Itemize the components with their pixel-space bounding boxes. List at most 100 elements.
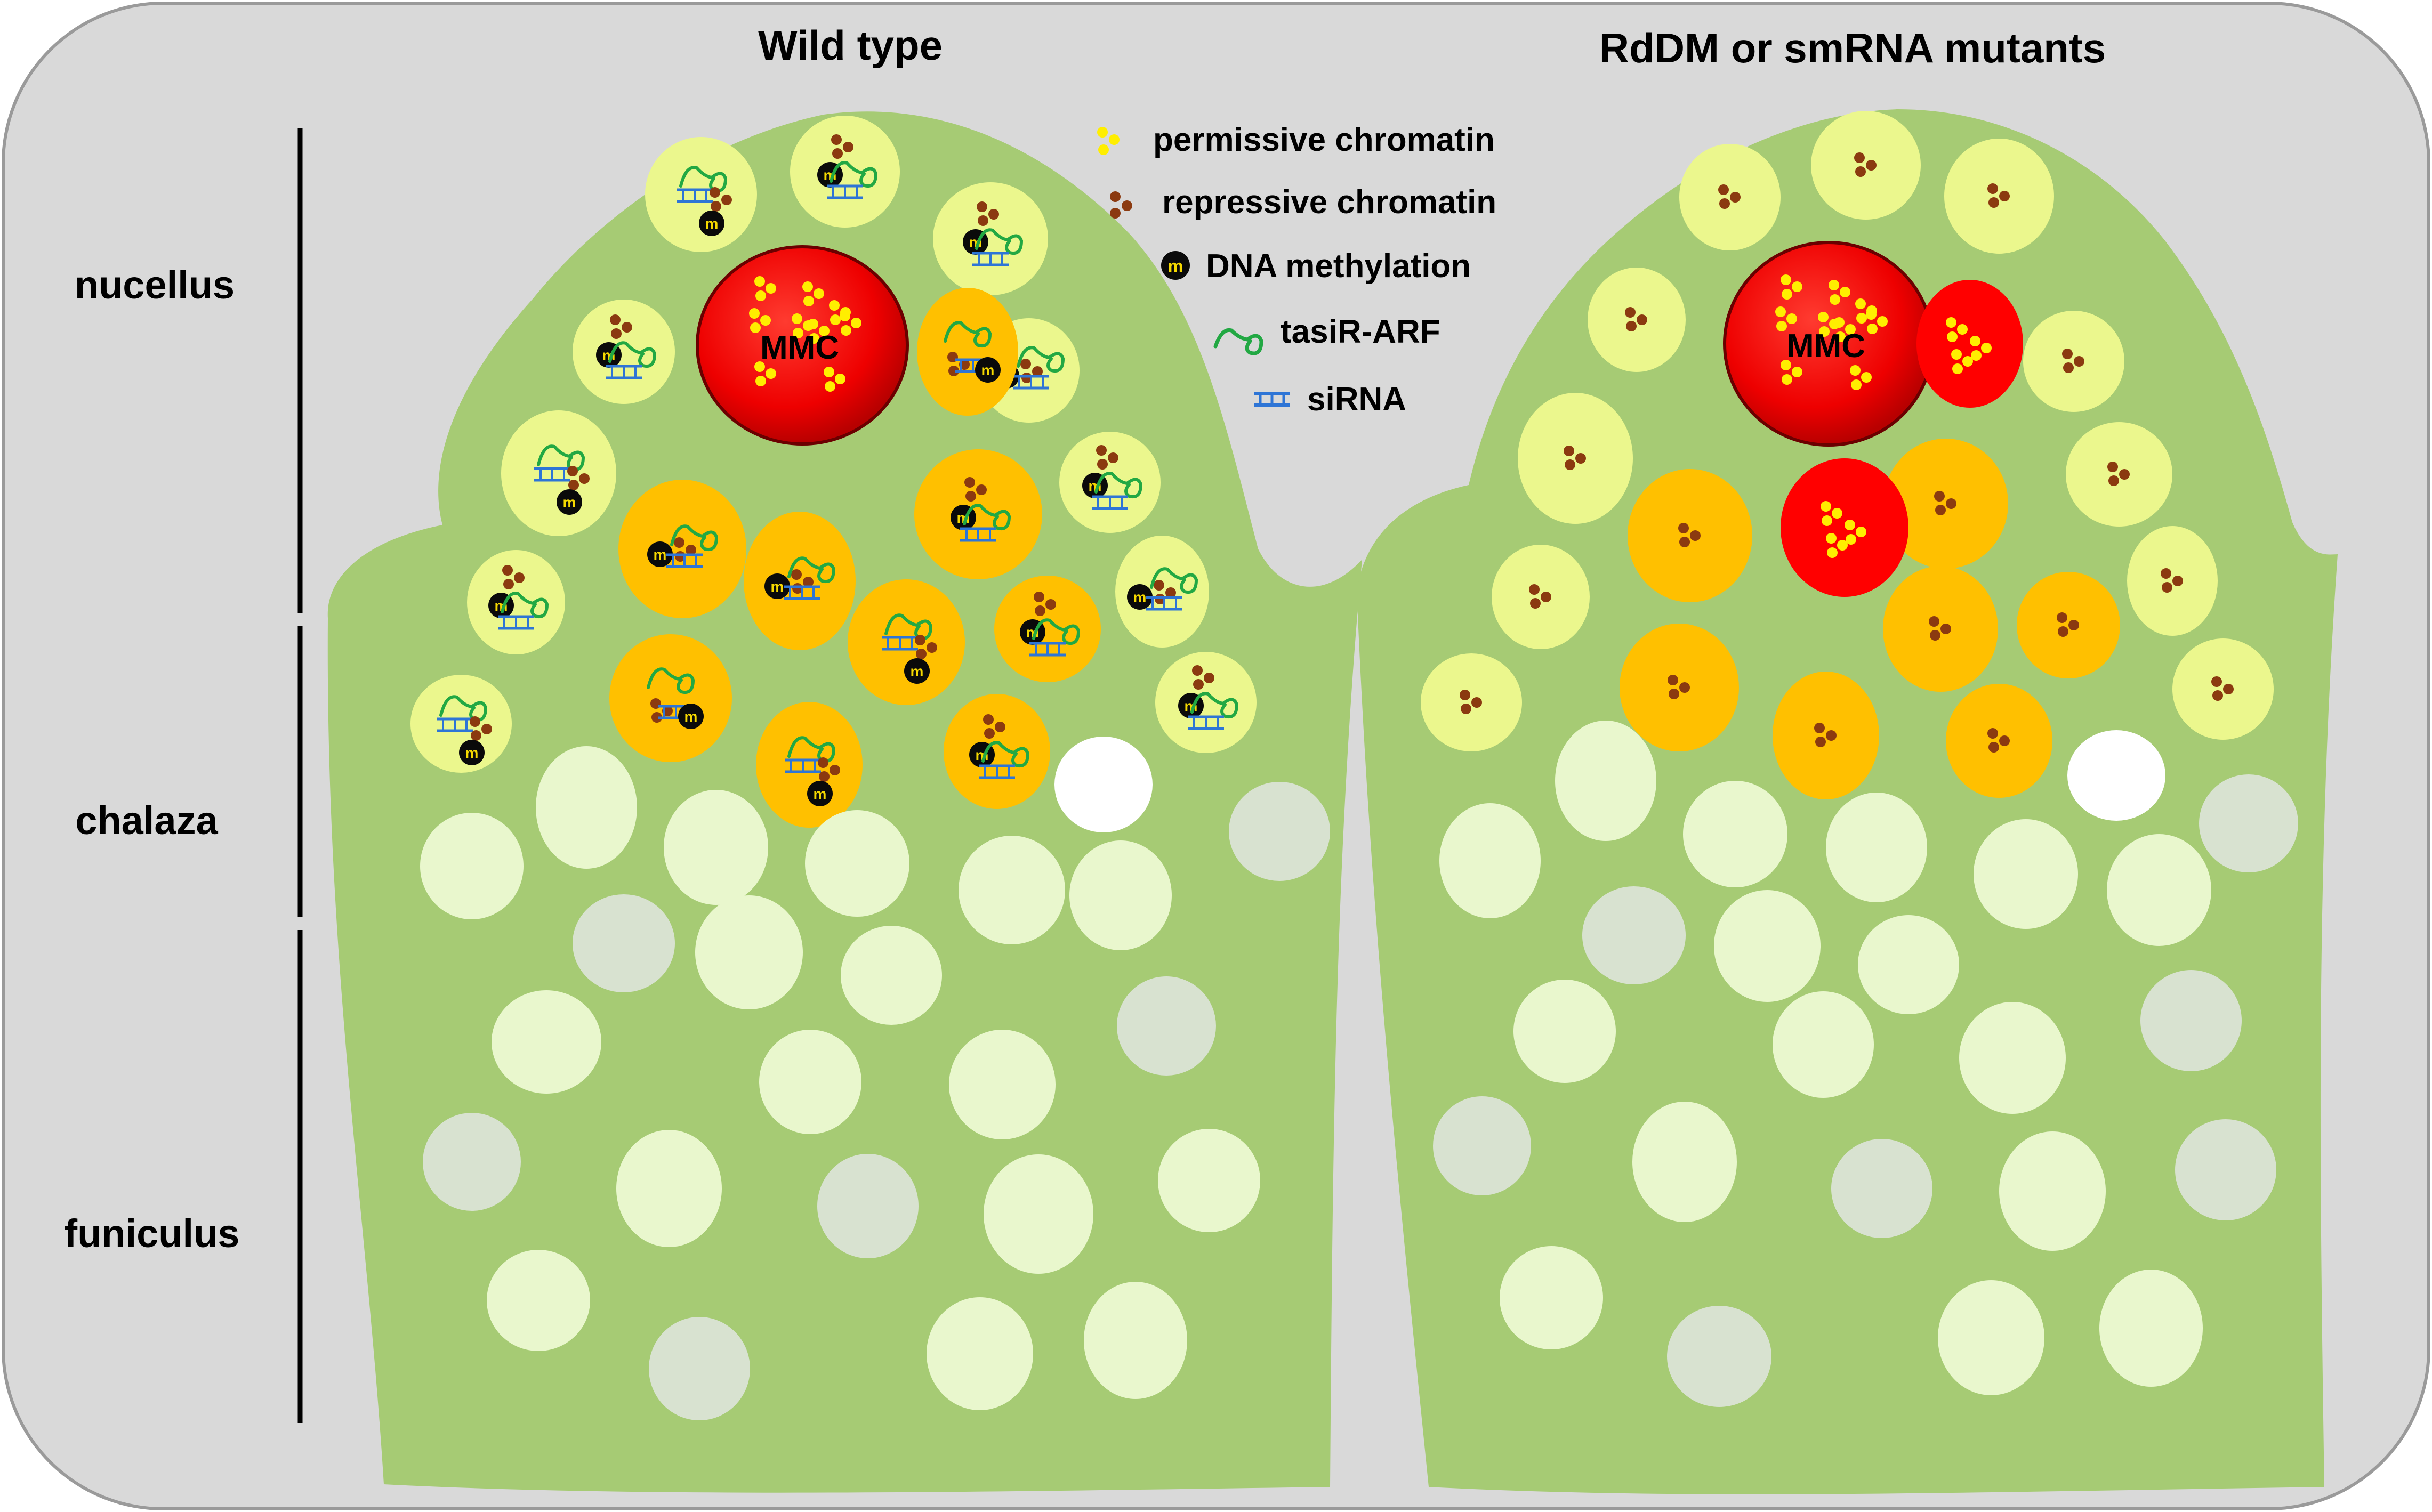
right-cell xyxy=(1513,980,1616,1083)
legend-repressive-label: repressive chromatin xyxy=(1162,184,1496,221)
cell-body xyxy=(536,746,637,869)
cell-body xyxy=(1084,1282,1187,1399)
cell-body xyxy=(1059,432,1161,533)
right-cell xyxy=(2127,526,2218,636)
right-cell xyxy=(1433,1096,1531,1195)
left-cell xyxy=(805,810,909,917)
left-cell xyxy=(984,1154,1093,1274)
legend-permissive-dots-icon xyxy=(1097,127,1120,155)
right-cell xyxy=(1632,1102,1737,1222)
cell-body xyxy=(914,449,1042,579)
left-cell xyxy=(1084,1282,1187,1399)
cell-body xyxy=(1117,976,1216,1076)
left-cell: m xyxy=(944,694,1050,809)
left-cell xyxy=(949,1030,1056,1139)
cell-body xyxy=(2107,834,2211,946)
left-cell: m xyxy=(756,702,863,828)
right-cell xyxy=(2107,834,2211,946)
cell-body xyxy=(1831,1139,1932,1238)
cell-body xyxy=(1916,280,2023,408)
svg-text:m: m xyxy=(911,663,924,680)
cell-body xyxy=(1500,1246,1603,1349)
cell-body xyxy=(645,137,757,252)
region-label-chalaza: chalaza xyxy=(75,798,218,843)
right-cell xyxy=(1773,991,1874,1098)
right-cell xyxy=(2067,730,2165,821)
svg-text:m: m xyxy=(771,578,784,595)
legend-methylation-icon: m xyxy=(1161,251,1190,280)
cell-body xyxy=(573,300,675,404)
right-cell xyxy=(1620,624,1739,751)
svg-text:m: m xyxy=(1168,256,1183,276)
svg-text:m: m xyxy=(814,786,827,802)
right-cell xyxy=(1421,653,1522,751)
cell-body xyxy=(1229,782,1330,881)
right-cell xyxy=(2140,970,2242,1071)
cell-body xyxy=(1858,915,1959,1014)
right-cell xyxy=(1811,111,1921,220)
cell-body xyxy=(1555,721,1656,841)
cell-body xyxy=(933,182,1048,295)
cell-body xyxy=(1773,991,1874,1098)
cell-body xyxy=(2140,970,2242,1071)
cell-body xyxy=(423,1113,521,1211)
right-cell xyxy=(1667,1306,1771,1407)
left-cell: m xyxy=(1155,652,1257,753)
left-cell xyxy=(1158,1129,1260,1232)
cell-body xyxy=(1632,1102,1737,1222)
left-cell: m xyxy=(645,137,757,252)
legend-tasir-icon xyxy=(1213,328,1263,355)
legend-methylation-label: DNA methylation xyxy=(1206,248,1471,285)
cell-body xyxy=(573,894,675,992)
cell-body xyxy=(1974,819,2078,929)
cell-body xyxy=(1781,458,1908,597)
svg-text:m: m xyxy=(684,708,698,725)
cell-body xyxy=(805,810,909,917)
cell-body xyxy=(744,512,856,650)
cell-body xyxy=(817,1154,919,1258)
cell-body xyxy=(1959,1002,2066,1114)
right-cell xyxy=(2017,572,2120,678)
mmc-label: MMC xyxy=(1786,328,1865,365)
right-cell xyxy=(1858,915,1959,1014)
left-cell: m xyxy=(994,576,1101,682)
right-cell xyxy=(1773,672,1879,799)
left-cell xyxy=(649,1317,750,1420)
left-cell xyxy=(616,1130,722,1247)
left-cell: m xyxy=(609,634,732,762)
cell-body xyxy=(616,1130,722,1247)
right-cell xyxy=(2023,311,2124,412)
cell-body xyxy=(1667,1306,1771,1407)
right-cell xyxy=(1946,684,2052,798)
left-cell xyxy=(420,813,524,919)
cell-body xyxy=(664,790,768,905)
right-cell: MMC xyxy=(1723,241,1934,447)
left-cell xyxy=(695,895,803,1009)
cell-body xyxy=(1938,1280,2044,1395)
left-cell xyxy=(1117,976,1216,1076)
mmc-cell-body xyxy=(696,245,909,446)
left-cell xyxy=(817,1154,919,1258)
right-cell xyxy=(1916,280,2023,408)
cell-body xyxy=(949,1030,1056,1139)
cell-body xyxy=(944,694,1050,809)
left-cell: m xyxy=(914,449,1042,579)
right-cell xyxy=(1826,793,1927,902)
right-cell xyxy=(1883,439,2008,569)
cell-body xyxy=(618,480,746,618)
right-cell xyxy=(2199,774,2298,872)
left-cell xyxy=(1229,782,1330,881)
legend-sirna-icon xyxy=(1254,392,1290,407)
right-cell xyxy=(1683,781,1787,887)
right-cell xyxy=(2099,1270,2203,1387)
left-panel-title: Wild type xyxy=(758,22,943,69)
right-cell xyxy=(1679,144,1781,250)
cell-body xyxy=(1433,1096,1531,1195)
cell-body xyxy=(649,1317,750,1420)
cell-body xyxy=(1826,793,1927,902)
cell-body xyxy=(492,990,601,1094)
cell-body xyxy=(487,1250,590,1351)
left-cell xyxy=(759,1030,861,1134)
cell-body xyxy=(1513,980,1616,1083)
